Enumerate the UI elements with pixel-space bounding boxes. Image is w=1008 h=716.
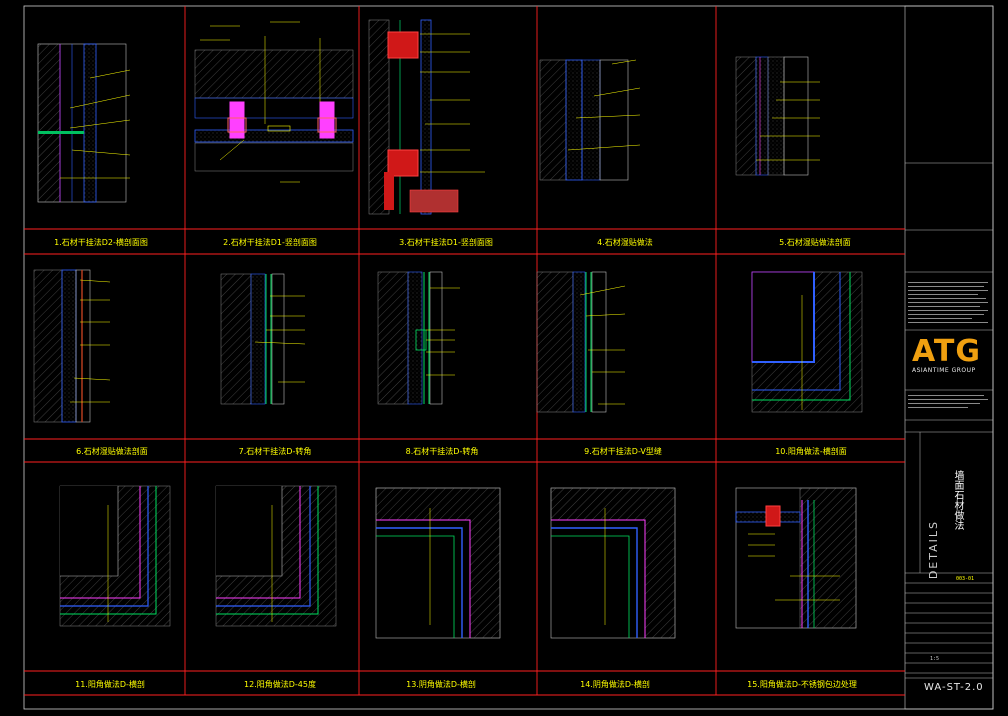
caption-detail-4: 4.石材湿贴做法 (597, 238, 653, 247)
detail-11-drawing (59, 485, 171, 627)
caption-detail-6: 6.石材湿贴做法剖面 (76, 447, 148, 456)
details-label: DETAILS (927, 520, 940, 580)
drawing-code: 003-01 (956, 576, 975, 582)
detail-2-drawing (194, 21, 354, 183)
detail-4-drawing (539, 59, 641, 181)
scale-value: 1:5 (930, 656, 940, 662)
detail-3-drawing (368, 19, 485, 215)
detail-9-drawing (536, 271, 626, 413)
detail-5-drawing (735, 56, 820, 176)
sheet-title: 墙面石材做法 (952, 470, 963, 530)
title-block-lines (905, 162, 993, 679)
caption-detail-15: 15.阳角做法D-不锈钢包边处理 (747, 680, 857, 689)
detail-12-drawing (215, 485, 337, 627)
detail-6-drawing (33, 269, 111, 423)
detail-8-drawing (377, 271, 460, 405)
caption-detail-13: 13.阴角做法D-横剖 (406, 680, 476, 689)
detail-7-drawing (220, 273, 306, 405)
caption-detail-10: 10.阳角做法-横剖面 (775, 447, 847, 456)
caption-detail-5: 5.石材湿贴做法剖面 (779, 238, 851, 247)
logo-mark: ATG (912, 334, 981, 369)
detail-13-drawing (375, 487, 501, 639)
caption-detail-12: 12.阳角做法D-45度 (244, 680, 316, 689)
caption-detail-14: 14.阴角做法D-横剖 (580, 680, 650, 689)
caption-detail-3: 3.石材干挂法D1-竖剖面图 (399, 238, 493, 247)
caption-detail-2: 2.石材干挂法D1-竖剖面图 (223, 238, 317, 247)
caption-detail-11: 11.阳角做法D-横剖 (75, 680, 145, 689)
caption-detail-9: 9.石材干挂法D-V型缝 (584, 447, 662, 456)
detail-1-drawing (37, 43, 131, 203)
title-block-fine-text (908, 282, 988, 408)
detail-10-drawing (751, 271, 863, 413)
caption-detail-8: 8.石材干挂法D-转角 (405, 447, 479, 456)
company-name: ASIANTIME GROUP (912, 367, 976, 374)
company-logo: ATG ASIANTIME GROUP (912, 334, 990, 375)
caption-detail-1: 1.石材干挂法D2-横剖面图 (54, 238, 148, 247)
caption-detail-7: 7.石材干挂法D-转角 (238, 447, 312, 456)
drawing-number: WA-ST-2.0 (924, 682, 984, 693)
detail-15-drawing (735, 487, 857, 629)
title-block-frame (904, 5, 994, 710)
detail-14-drawing (550, 487, 676, 639)
